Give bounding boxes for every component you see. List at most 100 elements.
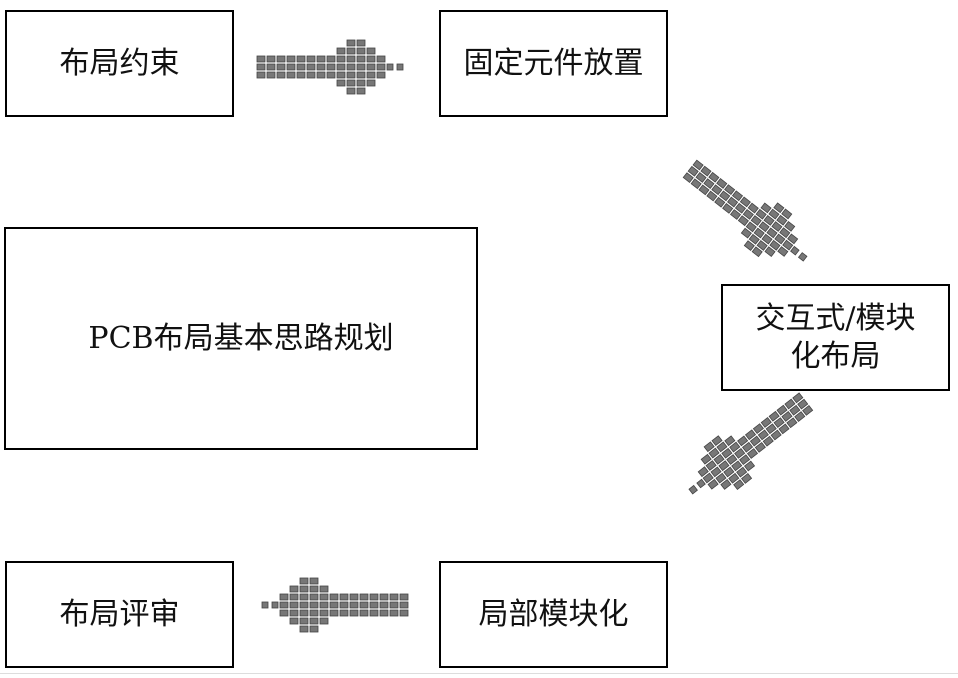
arrow-block — [688, 484, 698, 495]
arrow-block — [289, 593, 299, 601]
arrow-block — [741, 473, 753, 484]
arrow-block — [789, 404, 801, 416]
arrow-block — [751, 246, 763, 258]
arrow-block — [359, 609, 369, 617]
arrow-block — [356, 55, 366, 63]
arrow-block — [734, 447, 746, 459]
arrow-block — [299, 617, 309, 625]
arrow-block — [727, 196, 739, 208]
arrow-block — [329, 593, 339, 601]
arrow-block — [266, 71, 276, 79]
local-modularization-label: 局部模块化 — [478, 596, 629, 632]
arrow-block — [309, 593, 319, 601]
arrow-block — [748, 233, 760, 245]
arrow-block — [794, 411, 806, 422]
arrow-block — [396, 63, 404, 71]
arrow-block — [316, 55, 326, 63]
arrow-block — [790, 245, 800, 256]
arrow-block — [778, 423, 790, 435]
arrow-block — [698, 184, 710, 196]
arrow-block — [708, 447, 720, 459]
arrow-block — [745, 221, 757, 233]
arrow-block — [296, 63, 306, 71]
arrow-block — [777, 246, 789, 257]
arrow-block — [706, 190, 718, 202]
arrow-block — [750, 215, 762, 226]
arrow-block — [326, 71, 336, 79]
arrow-block — [299, 585, 309, 593]
arrow-block — [715, 472, 727, 484]
arrow-interactive-to-modular — [688, 392, 814, 495]
arrow-block — [733, 479, 745, 490]
arrow-block — [749, 435, 762, 447]
arrow-block — [306, 71, 316, 79]
arrow-block — [702, 472, 714, 484]
arrow-block — [731, 190, 744, 202]
arrow-block — [740, 227, 752, 239]
arrow-block — [339, 593, 349, 601]
arrow-block — [376, 71, 386, 79]
arrow-block — [768, 208, 780, 220]
arrow-block — [359, 601, 369, 609]
arrow-block — [781, 411, 793, 422]
arrow-block — [316, 71, 326, 79]
arrow-block — [784, 398, 796, 410]
arrow-block — [309, 609, 319, 617]
arrow-block — [700, 453, 712, 465]
arrow-block — [356, 79, 366, 87]
arrow-block — [716, 178, 728, 189]
arrow-block — [366, 79, 376, 87]
arrow-block — [739, 454, 751, 466]
arrow-block — [797, 398, 809, 410]
arrow-block — [721, 447, 733, 459]
arrow-block — [309, 577, 319, 585]
arrow-block — [279, 593, 289, 601]
basic-planning-label: PCB布局基本思路规划 — [88, 320, 394, 356]
arrow-block — [726, 454, 738, 465]
arrow-block — [346, 39, 356, 47]
arrow-block — [718, 460, 730, 472]
arrow-block — [761, 233, 773, 245]
arrow-block — [782, 239, 794, 251]
interactive-modular-layout-box: 交互式/模块化布局 — [721, 284, 950, 391]
arrow-block — [739, 196, 751, 208]
arrow-block — [708, 171, 720, 183]
arrow-block — [797, 252, 808, 262]
arrow-block — [724, 435, 736, 447]
arrow-block — [389, 593, 399, 601]
arrow-block — [306, 55, 316, 63]
arrow-block — [743, 460, 756, 472]
arrow-block — [719, 190, 731, 202]
arrow-block — [687, 165, 699, 177]
arrow-block — [329, 601, 339, 609]
arrow-block — [696, 478, 706, 489]
arrow-block — [326, 63, 336, 71]
arrow-block — [356, 47, 366, 55]
arrow-block — [336, 55, 346, 63]
arrow-block — [319, 617, 329, 625]
basic-planning-box: PCB布局基本思路规划 — [4, 227, 478, 450]
arrow-block — [319, 585, 329, 593]
arrow-block — [728, 472, 740, 484]
layout-review-label: 布局评审 — [59, 596, 180, 632]
arrow-block — [346, 79, 356, 87]
arrow-block — [757, 429, 769, 441]
arrow-block — [366, 63, 376, 71]
arrow-block — [399, 593, 409, 601]
arrow-block — [760, 417, 772, 428]
arrow-block — [261, 601, 269, 609]
arrow-block — [276, 55, 286, 63]
arrow-block — [376, 63, 386, 71]
arrow-constraints-to-fixed — [256, 39, 404, 95]
arrow-block — [731, 460, 743, 472]
arrow-block — [695, 172, 707, 183]
arrow-block — [770, 429, 782, 441]
arrow-block — [349, 593, 359, 601]
arrow-block — [356, 63, 366, 71]
arrow-block — [763, 214, 775, 226]
arrow-block — [700, 165, 712, 177]
arrow-block — [399, 601, 409, 609]
arrow-block — [773, 417, 785, 428]
arrow-block — [271, 601, 279, 609]
arrow-block — [784, 221, 796, 232]
